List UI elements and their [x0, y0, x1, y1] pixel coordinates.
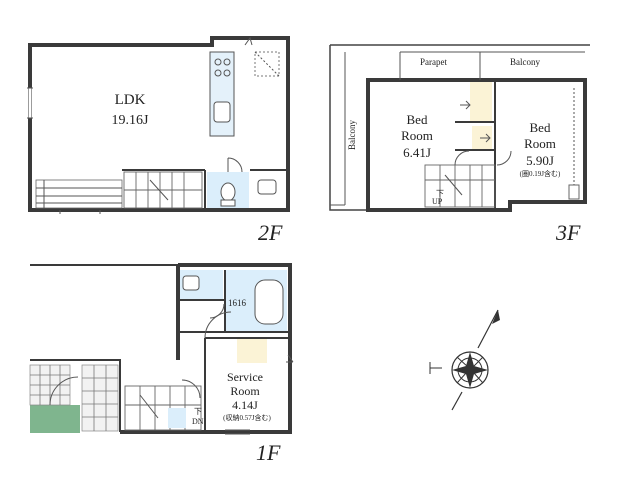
label-parapet: Parapet — [420, 57, 447, 67]
room-bed2-note: (圏0.19J含む) — [520, 169, 561, 178]
stair-dn-label-1f: DN — [192, 417, 204, 426]
label-balcony-top: Balcony — [510, 57, 540, 67]
room-bed1-name2: Room — [401, 128, 433, 143]
porch-tiles — [29, 364, 119, 432]
toilet-icon — [220, 182, 236, 207]
staircase-3f: UP 下 — [424, 164, 496, 208]
staircase-1f: DN 下 — [124, 385, 204, 431]
label-balcony-side: Balcony — [347, 120, 357, 150]
room-bed1-size: 6.41J — [403, 145, 431, 160]
floor-label-3f: 3F — [555, 220, 581, 245]
compass-icon — [429, 309, 500, 411]
room-ldk-size: 19.16J — [112, 113, 150, 128]
room-service-name2: Room — [230, 384, 260, 398]
room-ldk-name: LDK — [115, 92, 146, 108]
washbasin-icon — [182, 275, 200, 291]
stair-kanji-1f: 下 — [194, 407, 202, 416]
floor-1f: 1616 DN 下 Service — [29, 263, 294, 465]
room-bed2-size: 5.90J — [526, 153, 554, 168]
washbasin-icon — [257, 179, 277, 195]
stair-kanji-3f: 下 — [436, 189, 444, 198]
staircase-2f — [123, 171, 203, 209]
floor-label-2f: 2F — [258, 220, 283, 245]
entrance-floor — [30, 405, 80, 433]
stove-icon — [214, 58, 231, 77]
kitchen-sink-icon — [213, 101, 231, 123]
room-service-name1: Service — [227, 370, 263, 384]
room-bed1-name1: Bed — [407, 112, 428, 127]
room-service-size: 4.14J — [232, 398, 258, 412]
room-bed2-name2: Room — [524, 136, 556, 151]
kitchen-counter — [209, 51, 235, 137]
bath-size: 1616 — [228, 298, 247, 308]
stair-up-label-3f: UP — [432, 197, 443, 206]
room-bed2-name1: Bed — [530, 120, 551, 135]
floor-label-1f: 1F — [256, 440, 281, 465]
room-service-note: (収納0.57J含む) — [223, 413, 271, 422]
floor-2f: LDK 19.16J 2F — [27, 36, 290, 245]
floor-3f: UP 下 Parapet Balcony Balcony Bed Room 6.… — [329, 44, 590, 245]
bathtub-icon — [254, 279, 284, 325]
